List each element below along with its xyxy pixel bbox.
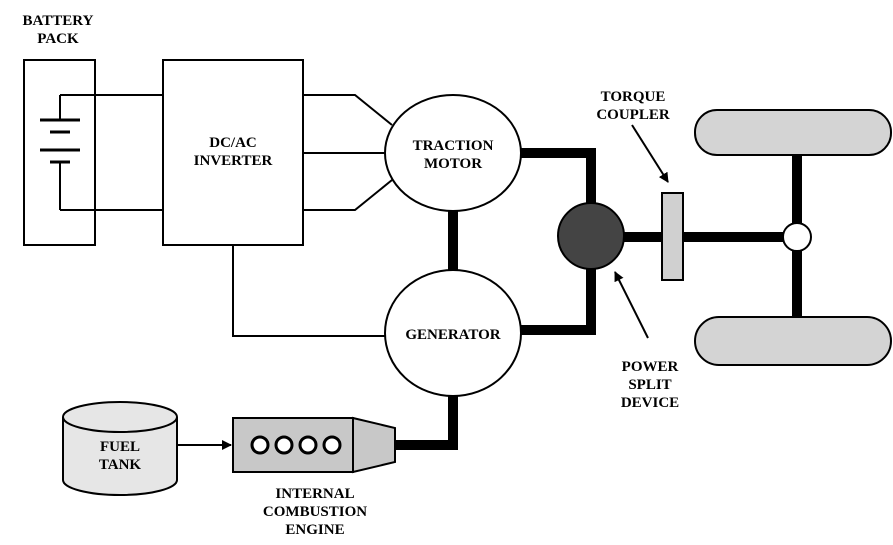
battery-symbol-icon [40, 94, 163, 211]
traction-motor-circle [384, 94, 522, 212]
torque-coupler-plate [661, 192, 684, 281]
power-split-device-label: POWER SPLIT DEVICE [620, 359, 680, 411]
battery-pack-label: BATTERY PACK [22, 13, 94, 47]
engine-cylinders-icon [250, 435, 342, 455]
wheel-bottom [694, 316, 892, 366]
inverter-box [162, 59, 304, 246]
fuel-tank-cylinder [62, 401, 178, 496]
traction-motor-label: TRACTION MOTOR [412, 138, 494, 172]
generator-label: GENERATOR [405, 327, 501, 343]
inverter-label: DC/AC INVERTER [193, 135, 273, 169]
inverter-motor-wires [232, 94, 393, 337]
battery-pack-box [23, 59, 96, 246]
power-split-pointer-arrow [614, 271, 649, 339]
generator-circle [384, 269, 522, 397]
wheel-top [694, 109, 892, 156]
torque-coupler-pointer-arrow [631, 124, 669, 183]
torque-coupler-label: TORQUE COUPLER [596, 89, 670, 123]
fuel-tank-label: FUEL TANK [98, 439, 142, 473]
differential-circle [782, 222, 812, 252]
engine-label: INTERNAL COMBUSTION ENGINE [262, 486, 368, 538]
power-split-device-circle [557, 202, 625, 270]
